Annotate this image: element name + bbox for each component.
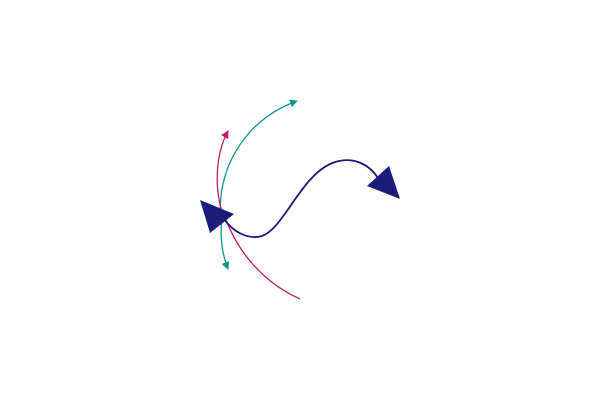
navy-arrowhead-right bbox=[367, 166, 400, 199]
navy-s-curve-edge bbox=[221, 159, 383, 238]
navy-arrowhead-left bbox=[200, 200, 234, 233]
magenta-arc-lower bbox=[223, 213, 301, 300]
teal-arc-upper bbox=[219, 99, 298, 213]
magenta-arc-upper bbox=[216, 130, 229, 213]
